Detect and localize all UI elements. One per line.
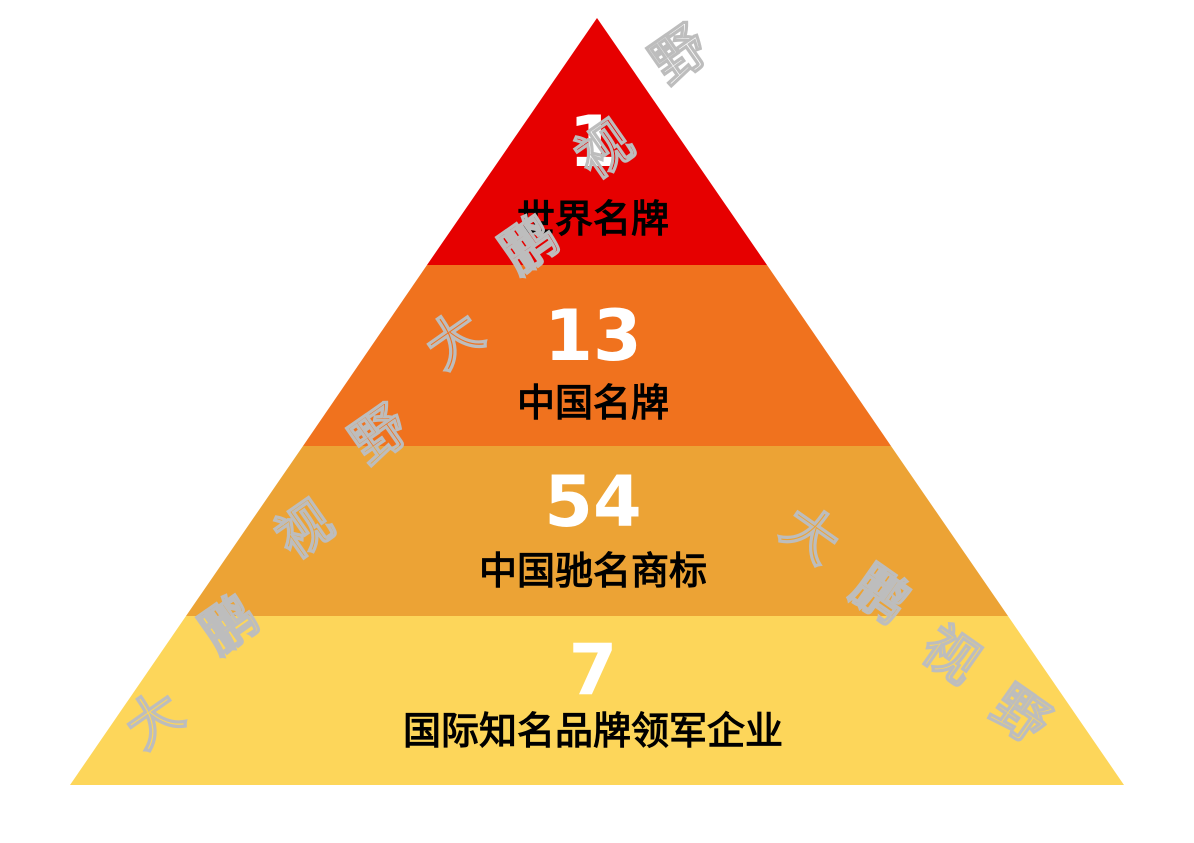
level-4-value: 7 — [569, 629, 618, 711]
level-4-label: 国际知名品牌领军企业 — [403, 709, 783, 753]
pyramid-level-1 — [427, 18, 767, 265]
level-2-value: 13 — [544, 295, 641, 377]
watermark-char: 野 — [639, 14, 719, 97]
level-2-label: 中国名牌 — [517, 381, 669, 425]
pyramid-level-4 — [70, 616, 1124, 785]
level-3-label: 中国驰名商标 — [479, 549, 707, 593]
pyramid-level-2 — [303, 265, 891, 446]
level-3-value: 54 — [544, 461, 641, 543]
level-1-value: 1 — [569, 101, 618, 183]
pyramid-level-3 — [186, 446, 1008, 616]
level-1-label: 世界名牌 — [517, 197, 669, 241]
